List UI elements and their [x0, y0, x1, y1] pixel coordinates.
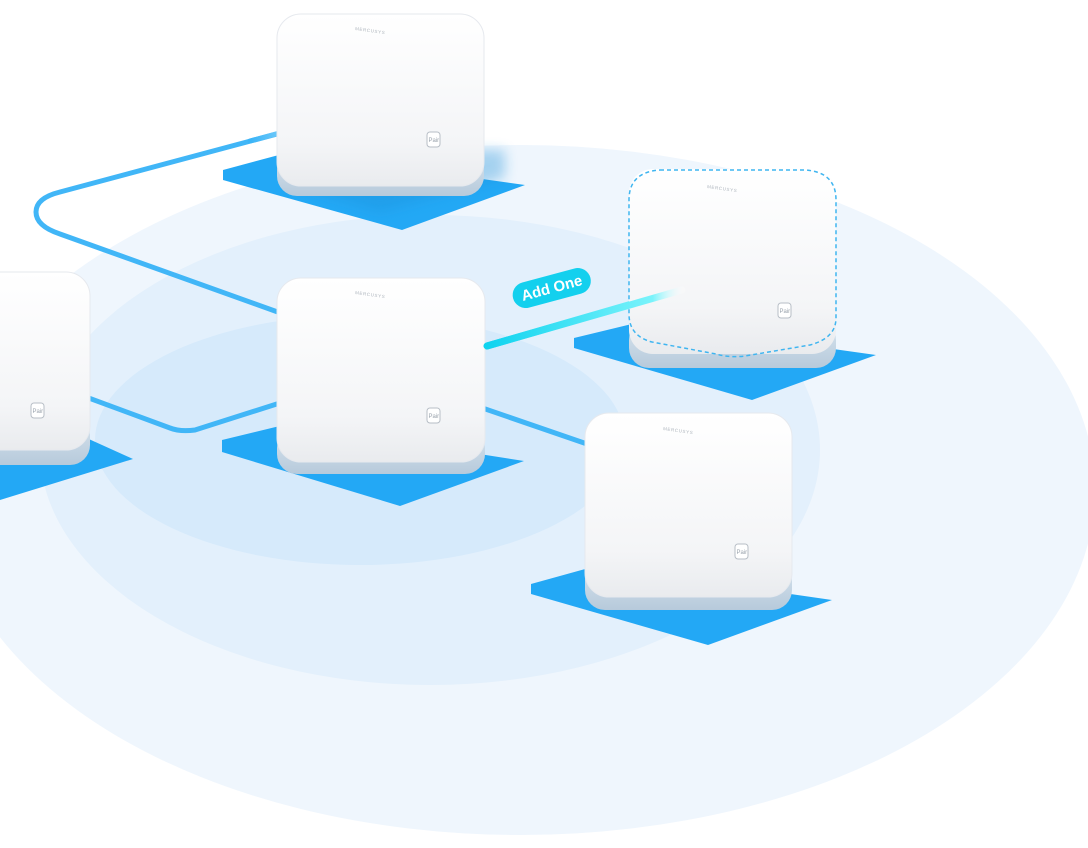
mesh-unit-new: MERCUSYS Pair [574, 169, 876, 400]
pair-button [30, 402, 45, 419]
unit-cube [276, 277, 486, 463]
mesh-unit-bottom-right: MERCUSYS Pair [531, 412, 832, 645]
pair-button [777, 302, 792, 319]
pair-button [426, 131, 441, 148]
link-left-to-center [37, 377, 333, 434]
unit-cube [629, 169, 836, 354]
mesh-unit-left: Pair [0, 271, 133, 500]
pair-label: Pair [780, 309, 791, 315]
unit-cube [276, 13, 485, 187]
pair-label: Pair [737, 550, 748, 556]
pair-label: Pair [33, 409, 44, 415]
unit-brand: MERCUSYS [663, 426, 694, 435]
link-center-to-new-highlight [483, 286, 686, 350]
dashed-outline [628, 169, 837, 358]
unit-brand: MERCUSYS [355, 26, 386, 35]
add-one-badge-bg [512, 268, 591, 309]
unit-cube [584, 412, 793, 598]
unit-cube [0, 271, 91, 451]
unit-brand: MERCUSYS [355, 290, 386, 299]
mesh-unit-top: MERCUSYS Pair [223, 13, 525, 230]
unit-brand: MERCUSYS [707, 184, 738, 193]
pair-label: Pair [429, 138, 440, 144]
pair-button [426, 407, 441, 424]
coverage-rings [0, 145, 1088, 835]
link-top-to-center [33, 120, 321, 323]
mesh-unit-center: MERCUSYS Pair [222, 277, 524, 506]
pair-label: Pair [429, 414, 440, 420]
pair-button [734, 543, 749, 560]
